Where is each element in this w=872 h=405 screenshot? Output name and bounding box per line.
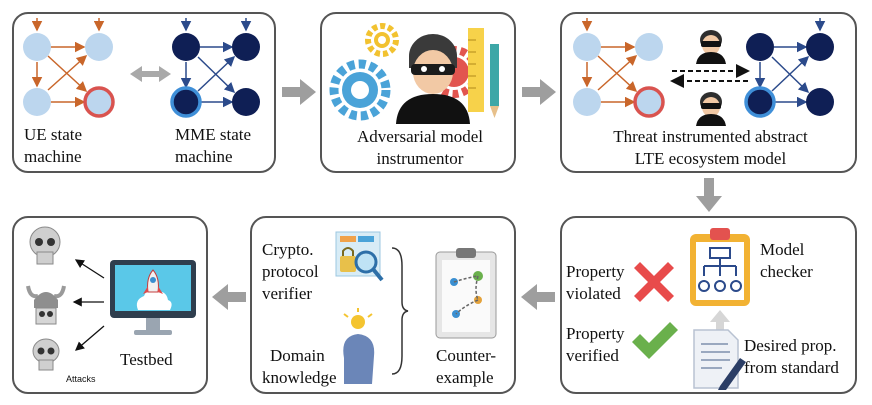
model-checker-label-line2: checker (760, 262, 813, 281)
flow-arrow-down (696, 178, 722, 212)
hacker-avatar-icon (396, 34, 470, 124)
instrumentor-label-line2: instrumentor (376, 149, 464, 168)
lightbulb-head-icon (343, 308, 375, 384)
attacks-label: Attacks (66, 374, 96, 384)
property-violated-line2: violated (566, 284, 621, 303)
threat-model-label-line2: LTE ecosystem model (634, 149, 787, 168)
crypto-verifier-icon (335, 231, 384, 282)
threat-model-panel: Threat instrumented abstract LTE ecosyst… (560, 12, 857, 173)
attack-arrows (72, 259, 105, 351)
up-arrow-icon (710, 310, 730, 338)
property-verified-line2: verified (566, 346, 619, 365)
ue-state-machine-graph (23, 18, 260, 118)
model-checker-clipboard-icon (690, 228, 750, 306)
domain-knowledge-line1: Domain (270, 346, 325, 365)
flow-arrow-2 (522, 79, 556, 105)
domain-knowledge-line2: knowledge (262, 368, 337, 387)
attacker-bottom-icon (696, 92, 726, 126)
instrumentor-label-line1: Adversarial model (356, 127, 484, 146)
crypto-verifier-line3: verifier (262, 284, 313, 303)
ue-label-line2: machine (24, 147, 82, 166)
viking-helmet-icon (26, 285, 66, 325)
crypto-verifier-line2: protocol (262, 262, 319, 281)
counterexample-line1: Counter- (436, 346, 497, 365)
verified-check-icon (632, 322, 678, 359)
model-checker-panel: Model checker Property violated Property… (560, 216, 857, 394)
flow-arrow-left-2 (212, 284, 246, 310)
desired-prop-line2: from standard (744, 358, 839, 377)
adversarial-instrumentor-panel: Adversarial model instrumentor (320, 12, 516, 173)
document-with-pen-icon (693, 329, 746, 390)
attacker-top-icon (696, 30, 726, 64)
skull-small-icon (32, 338, 60, 371)
counterexample-analysis-panel: Crypto. protocol verifier Domain knowled… (250, 216, 516, 394)
threat-instrumented-graph (573, 18, 834, 118)
testbed-panel: Attacks Testbed (12, 216, 208, 394)
ue-label-line1: UE state (24, 125, 83, 144)
model-checker-label-line1: Model (760, 240, 805, 259)
merge-bracket (391, 247, 409, 375)
crypto-verifier-line1: Crypto. (262, 240, 314, 259)
threat-model-label-line1: Threat instrumented abstract (613, 127, 808, 146)
desired-prop-line1: Desired prop. (744, 336, 837, 355)
mme-label-line2: machine (175, 147, 233, 166)
testbed-label: Testbed (120, 350, 173, 369)
skull-icon (29, 226, 61, 265)
flow-arrow-left-1 (521, 284, 555, 310)
monitor-rocket-icon (110, 260, 196, 335)
property-verified-line1: Property (566, 324, 625, 343)
flow-arrow-1 (282, 79, 316, 105)
counterexample-line2: example (436, 368, 494, 387)
property-violated-line1: Property (566, 262, 625, 281)
counterexample-clipboard-icon (435, 248, 497, 339)
violated-cross-icon (634, 262, 674, 302)
state-machines-panel: UE state machine MME state machine (12, 12, 276, 173)
mme-label-line1: MME state (175, 125, 252, 144)
